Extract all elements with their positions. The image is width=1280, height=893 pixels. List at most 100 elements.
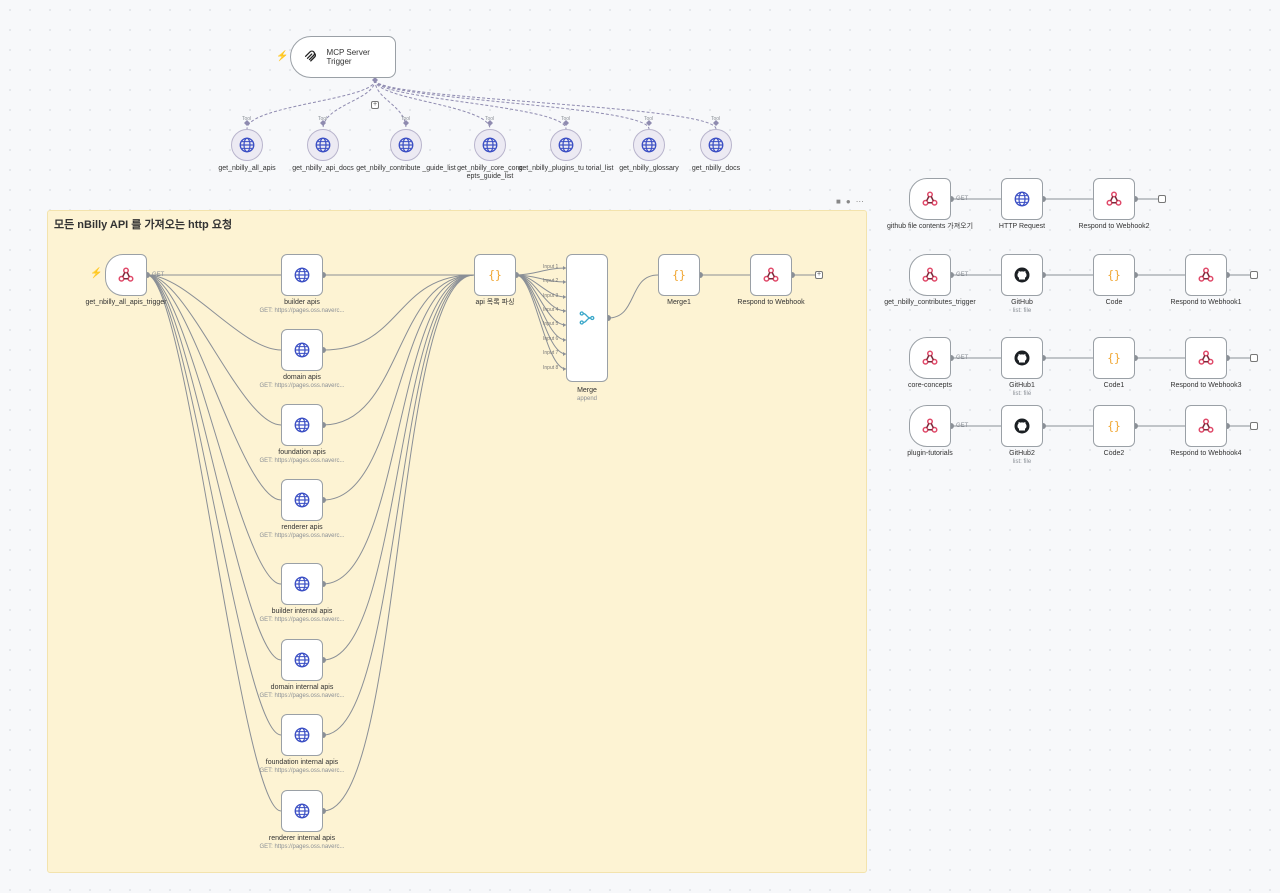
fetch-node-label: GitHub bbox=[1011, 299, 1033, 306]
code-node-label: Code1 bbox=[1103, 382, 1125, 389]
fetch-node[interactable] bbox=[1001, 254, 1043, 296]
respond-to-webhook-node[interactable] bbox=[1185, 337, 1227, 379]
mcp-server-trigger-label: MCP Server Trigger bbox=[326, 48, 370, 66]
respond-to-webhook-node[interactable] bbox=[1093, 178, 1135, 220]
fetch-node[interactable] bbox=[1001, 337, 1043, 379]
tool-node[interactable] bbox=[633, 129, 665, 161]
tool-node[interactable] bbox=[390, 129, 422, 161]
fetch-node-sub: list: file bbox=[1012, 459, 1032, 465]
tool-node[interactable] bbox=[307, 129, 339, 161]
respond-to-webhook-label: Respond to Webhook bbox=[737, 299, 805, 306]
respond-to-webhook-node[interactable] bbox=[1185, 254, 1227, 296]
http-request-node[interactable] bbox=[281, 329, 323, 371]
tool-label: get_nbilly_all_apis bbox=[218, 165, 276, 172]
http-request-node[interactable] bbox=[281, 479, 323, 521]
connection-edge bbox=[374, 79, 717, 130]
code-node[interactable] bbox=[1093, 337, 1135, 379]
github-icon bbox=[1013, 417, 1031, 435]
delete-icon[interactable]: ■ bbox=[836, 197, 841, 206]
respond-node-label: Respond to Webhook3 bbox=[1170, 382, 1242, 389]
webhook-icon bbox=[1197, 349, 1215, 367]
code-node[interactable] bbox=[1093, 254, 1135, 296]
http-request-node[interactable] bbox=[281, 404, 323, 446]
more-icon[interactable]: ⋯ bbox=[855, 197, 864, 206]
api-list-parse-label: api 목록 파싱 bbox=[475, 299, 515, 306]
get-method-tag: GET bbox=[152, 272, 165, 278]
fetch-node-label: HTTP Request bbox=[998, 223, 1046, 230]
color-icon[interactable]: ● bbox=[845, 197, 851, 206]
http-node-label: renderer apis bbox=[281, 524, 323, 531]
fetch-node[interactable] bbox=[1001, 405, 1043, 447]
add-node-button[interactable] bbox=[1250, 422, 1258, 430]
merge-input-tag: Input 3 bbox=[543, 293, 559, 299]
add-node-button[interactable] bbox=[1158, 195, 1166, 203]
webhook-icon bbox=[921, 417, 939, 435]
http-request-node[interactable] bbox=[281, 563, 323, 605]
code-icon bbox=[670, 266, 688, 284]
http-request-node[interactable] bbox=[281, 254, 323, 296]
webhook-trigger-node[interactable] bbox=[909, 254, 951, 296]
respond-to-webhook-node[interactable] bbox=[750, 254, 792, 296]
respond-node-label: Respond to Webhook1 bbox=[1170, 299, 1242, 306]
webhook-trigger-label: core-concepts bbox=[908, 382, 952, 389]
merge1-label: Merge1 bbox=[667, 299, 691, 306]
merge-input-tag: Input 8 bbox=[543, 365, 559, 371]
http-node-label: builder apis bbox=[284, 299, 320, 306]
tool-connector-tag: Tool bbox=[711, 116, 721, 122]
tool-label: get_nbilly_core_conc epts_guide_list bbox=[457, 165, 523, 180]
github-icon bbox=[1013, 349, 1031, 367]
webhook-trigger-label: github file contents 가져오기 bbox=[886, 223, 974, 230]
http-node-url: GET: https://pages.oss.naverc... bbox=[259, 383, 345, 389]
add-node-button[interactable]: + bbox=[815, 271, 823, 279]
add-node-button[interactable] bbox=[1250, 354, 1258, 362]
webhook-trigger-label: get_nbilly_contributes_trigger bbox=[884, 299, 976, 306]
webhook-icon bbox=[921, 190, 939, 208]
webhook-icon bbox=[117, 266, 135, 284]
fetch-node[interactable] bbox=[1001, 178, 1043, 220]
fetch-node-sub: list: file bbox=[1012, 308, 1032, 314]
fetch-node-sub: list: file bbox=[1012, 391, 1032, 397]
main-webhook-trigger-node[interactable] bbox=[105, 254, 147, 296]
webhook-trigger-node[interactable] bbox=[909, 178, 951, 220]
http-node-label: renderer internal apis bbox=[268, 835, 336, 842]
add-tool-button[interactable]: + bbox=[371, 101, 379, 109]
code-icon bbox=[1105, 417, 1123, 435]
code-node[interactable] bbox=[1093, 405, 1135, 447]
add-node-button[interactable] bbox=[1250, 271, 1258, 279]
http-node-url: GET: https://pages.oss.naverc... bbox=[259, 308, 345, 314]
sticky-note[interactable]: 모든 nBilly API 를 가져오는 http 요청 bbox=[47, 210, 867, 873]
http-request-node[interactable] bbox=[281, 639, 323, 681]
webhook-trigger-node[interactable] bbox=[909, 405, 951, 447]
merge-mode: append bbox=[576, 396, 598, 402]
tool-node[interactable] bbox=[550, 129, 582, 161]
http-node-label: foundation apis bbox=[278, 449, 326, 456]
http-request-node[interactable] bbox=[281, 714, 323, 756]
webhook-trigger-node[interactable] bbox=[909, 337, 951, 379]
tool-connector-tag: Tool bbox=[561, 116, 571, 122]
sticky-note-title: 모든 nBilly API 를 가져오는 http 요청 bbox=[54, 219, 233, 231]
tool-node[interactable] bbox=[700, 129, 732, 161]
webhook-icon bbox=[762, 266, 780, 284]
code-icon bbox=[1105, 266, 1123, 284]
globe-icon bbox=[238, 136, 256, 154]
tool-node[interactable] bbox=[231, 129, 263, 161]
mcp-server-trigger-node[interactable]: MCP Server Trigger bbox=[290, 36, 396, 78]
globe-icon bbox=[293, 416, 311, 434]
respond-to-webhook-node[interactable] bbox=[1185, 405, 1227, 447]
http-node-label: domain apis bbox=[283, 374, 321, 381]
api-list-parse-node[interactable] bbox=[474, 254, 516, 296]
merge-node[interactable] bbox=[566, 254, 608, 382]
github-icon bbox=[1013, 266, 1031, 284]
tool-connector-tag: Tool bbox=[644, 116, 654, 122]
merge1-node[interactable] bbox=[658, 254, 700, 296]
tool-label: get_nbilly_contribute _guide_list bbox=[356, 165, 456, 172]
tool-connector-tag: Tool bbox=[242, 116, 252, 122]
connection-edge bbox=[246, 79, 376, 130]
http-request-node[interactable] bbox=[281, 790, 323, 832]
globe-icon bbox=[293, 341, 311, 359]
tool-node[interactable] bbox=[474, 129, 506, 161]
globe-icon bbox=[1013, 190, 1031, 208]
main-trigger-label: get_nbilly_all_apis_trigger bbox=[85, 299, 167, 306]
merge-input-tag: Input 6 bbox=[543, 336, 559, 342]
